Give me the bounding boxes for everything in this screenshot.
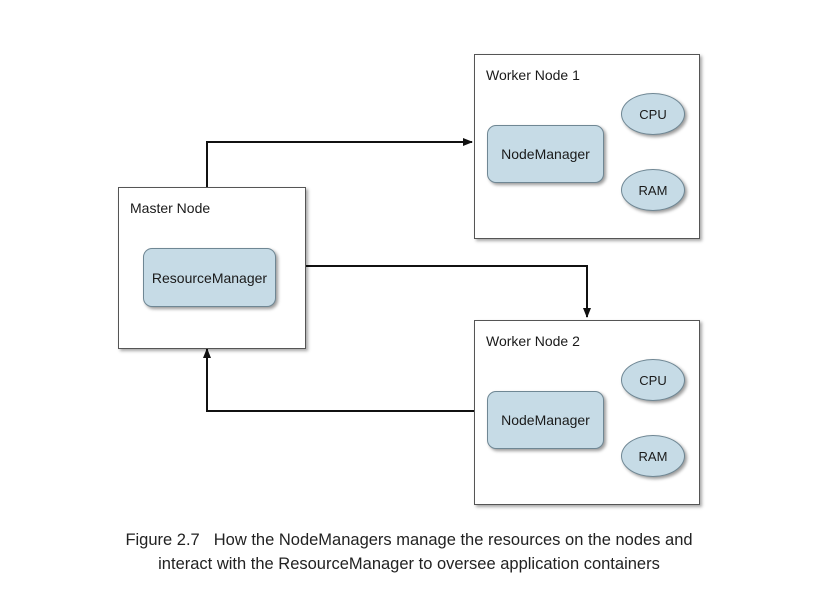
arrow-master-to-worker1 [206, 138, 473, 187]
figure-label: Figure 2.7 [125, 531, 200, 549]
caption-line-1: Figure 2.7 How the NodeManagers manage th… [0, 528, 818, 552]
worker-node-1-title: Worker Node 1 [486, 67, 580, 83]
master-node-resourcemanager: ResourceManager [143, 248, 276, 307]
worker-node-2-cpu: CPU [621, 359, 685, 401]
worker-node-2-box: Worker Node 2 NodeManager CPU RAM [474, 320, 700, 505]
caption-text-1: How the NodeManagers manage the resource… [213, 531, 693, 549]
master-node-title: Master Node [130, 200, 211, 216]
arrow-master-to-worker2 [305, 265, 591, 318]
master-node-box: Master Node ResourceManager [118, 187, 306, 349]
worker-node-1-nodemanager: NodeManager [487, 125, 604, 183]
worker-node-1-cpu: CPU [621, 93, 685, 135]
worker-node-1-box: Worker Node 1 NodeManager CPU RAM [474, 54, 700, 239]
figure-caption: Figure 2.7 How the NodeManagers manage th… [0, 528, 818, 576]
caption-line-2: interact with the ResourceManager to ove… [158, 555, 660, 573]
worker-node-2-title: Worker Node 2 [486, 333, 580, 349]
arrow-worker2-to-master [203, 348, 474, 412]
worker-node-2-ram: RAM [621, 435, 685, 477]
worker-node-2-nodemanager: NodeManager [487, 391, 604, 449]
worker-node-1-ram: RAM [621, 169, 685, 211]
